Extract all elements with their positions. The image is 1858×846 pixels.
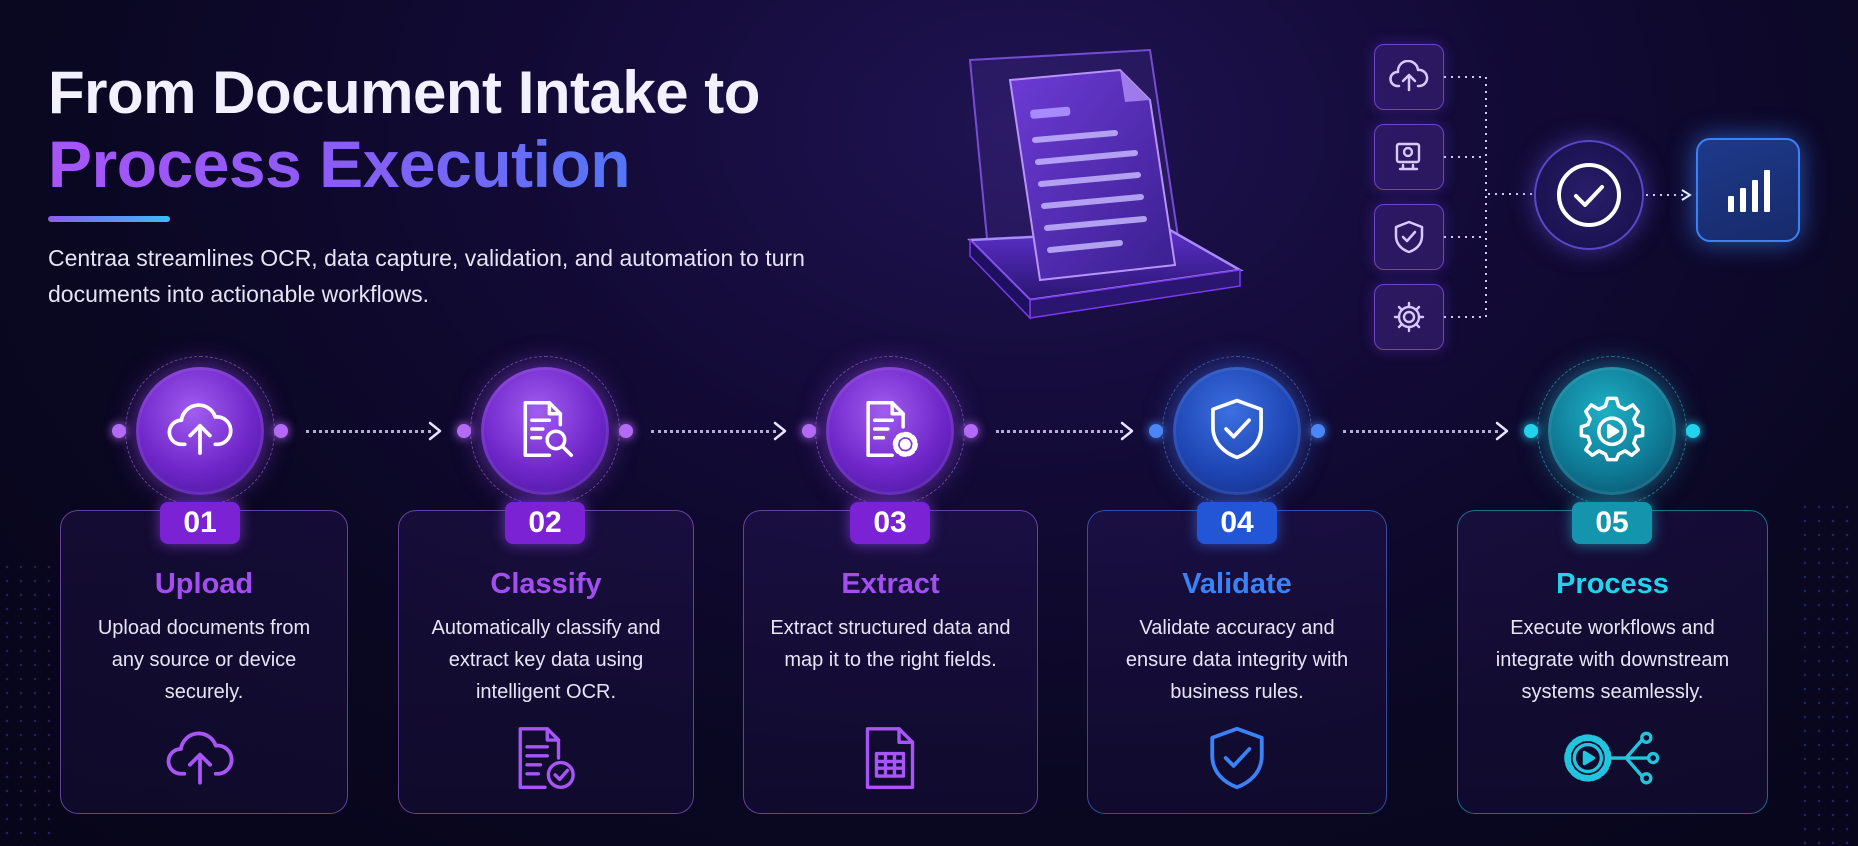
- step-description: Validate accuracy and ensure data integr…: [1125, 617, 1349, 703]
- headline-line-1: From Document Intake to: [48, 59, 760, 126]
- document-check-icon: [509, 722, 581, 799]
- step-2-left-node: [457, 424, 471, 438]
- step-5-left-node: [1524, 424, 1538, 438]
- step-1-connector: [306, 430, 431, 433]
- shield-check-icon: [1374, 204, 1444, 270]
- gear-network-icon: [1555, 722, 1670, 799]
- step-number-badge: 05: [1572, 502, 1652, 544]
- step-2-icon-circle: [481, 367, 609, 495]
- chevron-right-icon: [428, 421, 442, 441]
- step-description: Execute workflows and integrate with dow…: [1495, 617, 1730, 703]
- step-title: Extract: [841, 568, 940, 600]
- step-4-connector: [1343, 430, 1498, 433]
- step-title: Classify: [490, 568, 602, 600]
- headline-line-2: Process Execution: [48, 128, 760, 200]
- step-number-badge: 04: [1197, 502, 1277, 544]
- step-1-left-node: [112, 424, 126, 438]
- step-title: Upload: [154, 568, 254, 600]
- step-description: Extract structured data and map it to th…: [770, 617, 1011, 671]
- shield-check-icon: [1201, 722, 1273, 799]
- step-number-badge: 03: [850, 502, 930, 544]
- decorative-dot-grid-left: [0, 560, 60, 846]
- cloud-upload-icon: [1374, 44, 1444, 110]
- step-4-left-node: [1149, 424, 1163, 438]
- step-5-icon-circle: [1548, 367, 1676, 495]
- step-title: Validate: [1182, 568, 1292, 600]
- mini-icon-connectors: [1444, 76, 1534, 318]
- step-3-icon-circle: [826, 367, 954, 495]
- chevron-right-icon: [1120, 421, 1134, 441]
- step-4-right-node: [1311, 424, 1325, 438]
- document-search-icon: [510, 394, 580, 469]
- monitor-scan-icon: [1374, 124, 1444, 190]
- step-4-icon-circle: [1173, 367, 1301, 495]
- cloud-upload-icon: [165, 394, 235, 469]
- document-gear-icon: [855, 394, 925, 469]
- check-circle-icon: [1534, 140, 1644, 250]
- step-description: Automatically classify and extract key d…: [431, 617, 661, 703]
- step-title: Process: [1556, 568, 1669, 600]
- spreadsheet-icon: [854, 722, 926, 799]
- subtitle: Centraa streamlines OCR, data capture, v…: [48, 245, 805, 307]
- bar-chart-icon: [1696, 138, 1800, 242]
- step-3-right-node: [964, 424, 978, 438]
- gear-play-icon: [1577, 394, 1647, 469]
- step-description: Upload documents from any source or devi…: [97, 617, 311, 703]
- decorative-dot-grid-right: [1798, 500, 1858, 846]
- step-card: [1457, 510, 1768, 814]
- chevron-right-icon: [1495, 421, 1509, 441]
- step-number-badge: 01: [160, 502, 240, 544]
- step-card: [743, 510, 1038, 814]
- step-card: [398, 510, 694, 814]
- step-number-badge: 02: [505, 502, 585, 544]
- gear-icon: [1374, 284, 1444, 350]
- headline-accent-bar: [48, 216, 170, 222]
- step-3-connector: [996, 430, 1123, 433]
- check-to-chart-connector: [1646, 189, 1692, 201]
- step-1-right-node: [274, 424, 288, 438]
- step-2-connector: [651, 430, 776, 433]
- chevron-right-icon: [773, 421, 787, 441]
- headline: From Document Intake to Process Executio…: [48, 58, 760, 200]
- step-2-right-node: [619, 424, 633, 438]
- shield-check-icon: [1202, 394, 1272, 469]
- step-1-icon-circle: [136, 367, 264, 495]
- hero-document-illustration: [940, 40, 1280, 330]
- step-5-right-node: [1686, 424, 1700, 438]
- step-card: [60, 510, 348, 814]
- cloud-upload-icon: [164, 722, 236, 799]
- step-3-left-node: [802, 424, 816, 438]
